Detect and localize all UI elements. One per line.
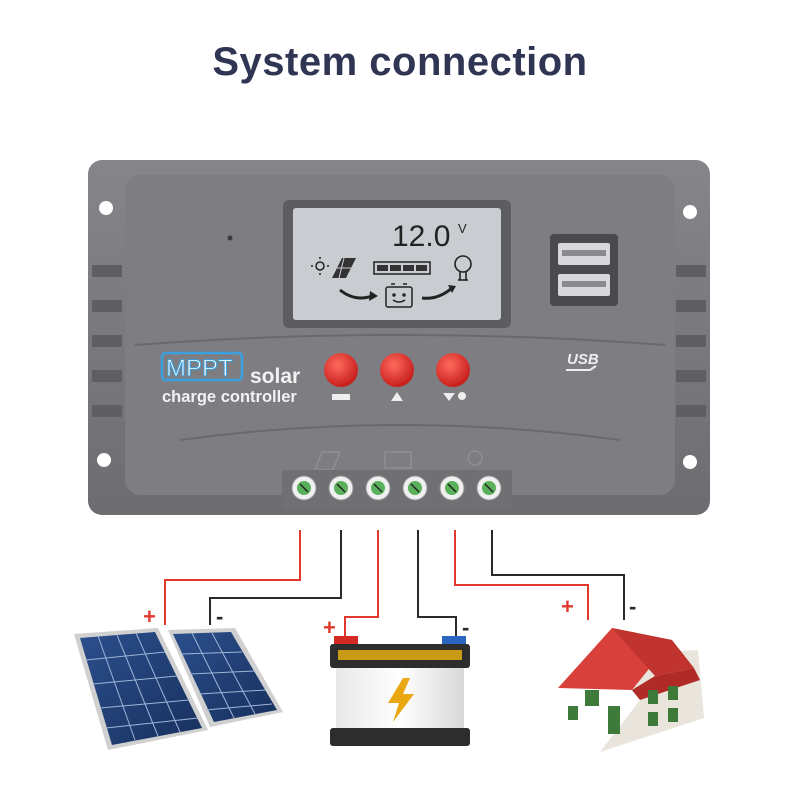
page-title: System connection xyxy=(212,40,588,84)
mounting-hole xyxy=(97,453,111,467)
load-positive-wire xyxy=(454,530,589,620)
usb-icon xyxy=(566,365,597,371)
battery-negative-wire xyxy=(417,530,457,640)
load-plus-sign: + xyxy=(561,594,574,619)
brand-mppt: MPPT xyxy=(166,355,233,382)
menu-button[interactable] xyxy=(324,353,358,387)
window xyxy=(668,708,678,722)
window xyxy=(568,706,578,720)
load-negative-wire xyxy=(491,530,625,620)
window xyxy=(668,686,678,700)
down-button[interactable] xyxy=(436,353,470,387)
load-terminal-icon xyxy=(467,450,483,466)
usb-port-block xyxy=(550,234,618,306)
terminal-block xyxy=(282,470,512,510)
window xyxy=(648,712,658,726)
battery-plus-sign: + xyxy=(323,615,336,640)
battery-positive-wire xyxy=(344,530,379,640)
lcd-unit: V xyxy=(458,221,467,236)
up-button[interactable] xyxy=(380,353,414,387)
solar-panels xyxy=(74,628,283,750)
lcd-display: 12.0 V xyxy=(283,200,511,328)
brand-solar: solar xyxy=(250,365,300,388)
menu-icon xyxy=(332,394,350,400)
bulb-icon xyxy=(454,255,472,281)
battery-terminal-icon xyxy=(384,451,412,469)
solar-positive-wire xyxy=(164,530,301,625)
window xyxy=(585,690,599,706)
load-minus-sign: - xyxy=(629,594,636,619)
sun-icon xyxy=(311,257,329,275)
solar-negative-wire xyxy=(209,530,342,625)
battery-minus-sign: - xyxy=(462,615,469,640)
solar-panel-icon xyxy=(332,257,356,279)
door xyxy=(608,706,620,734)
up-arrow-icon xyxy=(391,392,403,401)
battery xyxy=(330,636,470,746)
bulb-icon xyxy=(458,392,466,400)
battery-face-icon xyxy=(385,283,413,308)
usb-label: USB xyxy=(567,351,599,368)
down-arrow-icon xyxy=(443,393,455,401)
lightning-bolt-icon xyxy=(388,678,414,722)
arrow-icon xyxy=(339,288,373,300)
solar-plus-sign: + xyxy=(143,604,156,629)
brand-subtitle: charge controller xyxy=(162,388,297,406)
lcd-voltage: 12.0 xyxy=(392,220,450,253)
arrow-icon xyxy=(421,286,453,300)
battery-level-icon xyxy=(373,261,431,275)
window xyxy=(648,690,658,704)
mounting-hole xyxy=(683,455,697,469)
solar-minus-sign: - xyxy=(216,604,223,629)
charge-controller: 12.0 V xyxy=(88,160,710,515)
brand-box xyxy=(160,351,244,382)
house xyxy=(553,628,704,752)
mounting-hole xyxy=(683,205,697,219)
mounting-hole xyxy=(99,201,113,215)
